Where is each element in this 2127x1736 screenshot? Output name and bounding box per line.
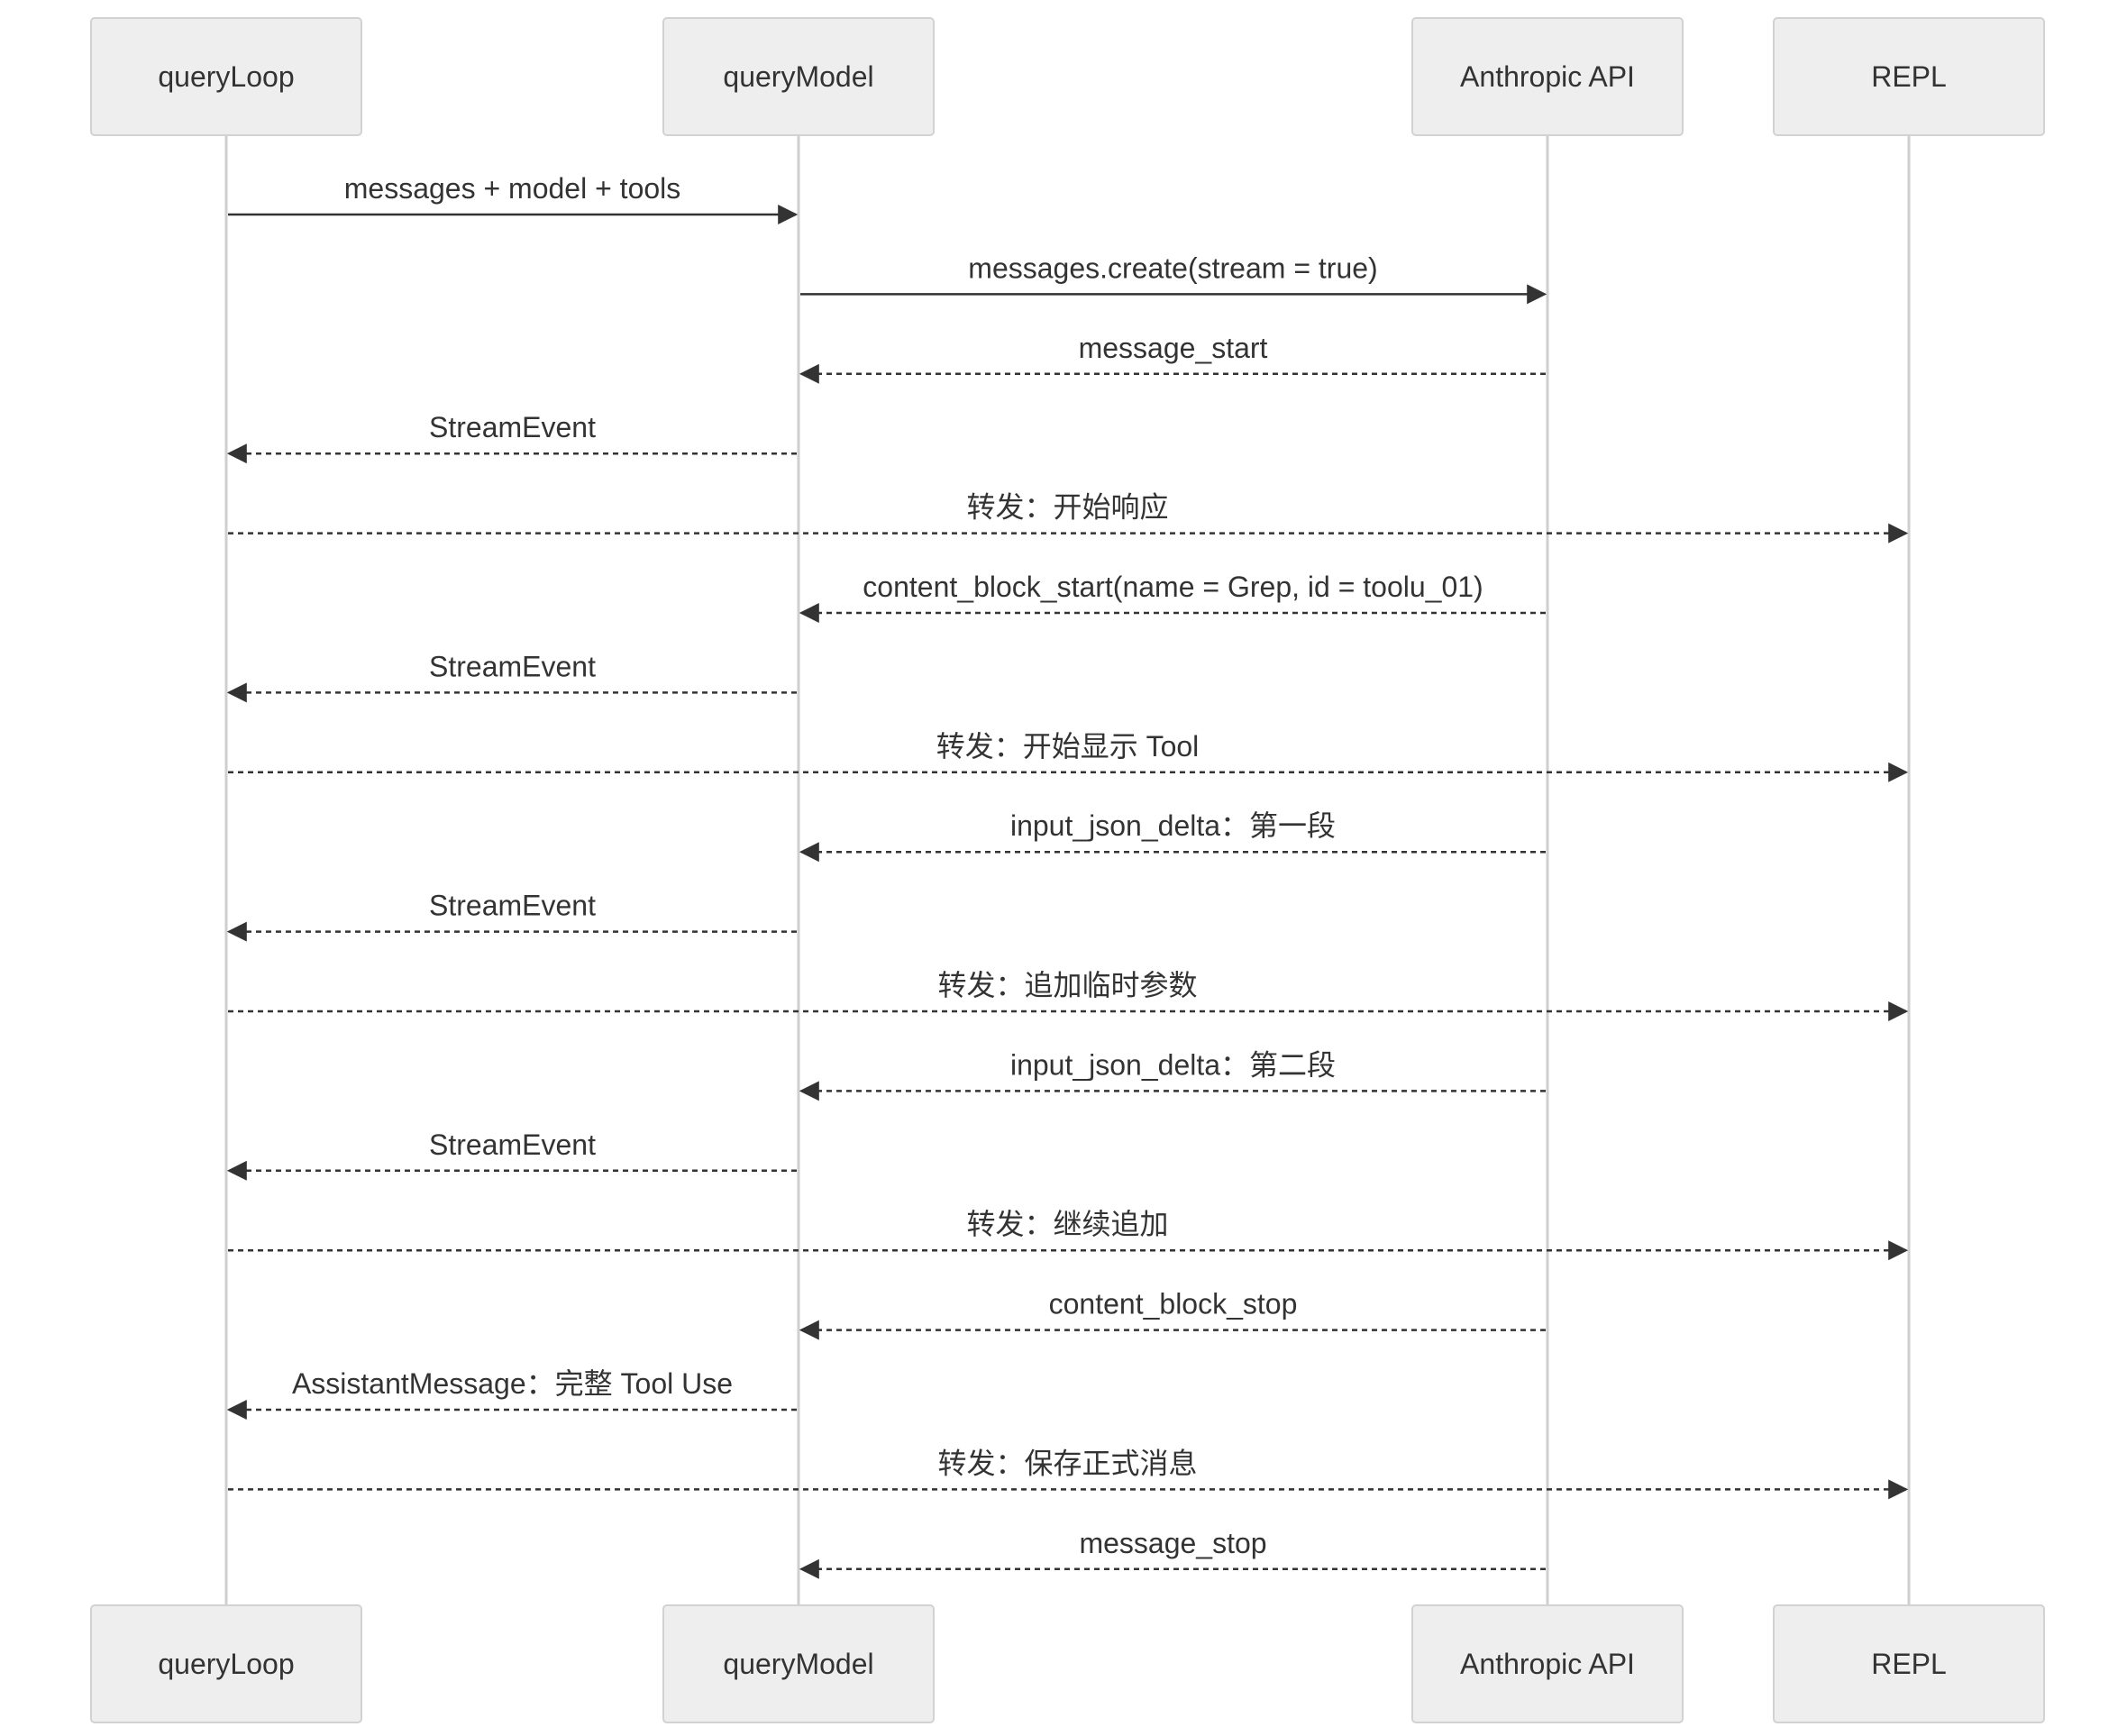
message-label: content_block_stop: [1049, 1288, 1298, 1320]
participant-label: REPL: [1871, 1648, 1947, 1680]
message-11: 转发：追加临时参数: [228, 969, 1909, 1021]
message-label: 转发：开始显示 Tool: [936, 730, 1200, 763]
participant-box: [1411, 1604, 1684, 1723]
participant-box: [1773, 1604, 2045, 1723]
message-label: input_json_delta：第二段: [1010, 1048, 1336, 1081]
participant-bottom-repl: REPL: [1773, 1604, 2045, 1723]
message-label: AssistantMessage：完整 Tool Use: [292, 1367, 733, 1400]
participant-bottom-queryModel: queryModel: [662, 1604, 935, 1723]
message-12: input_json_delta：第二段: [799, 1048, 1546, 1101]
participant-top-queryModel: queryModel: [662, 17, 935, 136]
message-13: StreamEvent: [226, 1128, 797, 1181]
participant-box: [1773, 17, 2045, 136]
message-16: AssistantMessage：完整 Tool Use: [226, 1367, 797, 1420]
message-label: messages + model + tools: [344, 172, 681, 205]
message-label: content_block_start(name = Grep, id = to…: [863, 571, 1483, 603]
participant-top-api: Anthropic API: [1411, 17, 1684, 136]
participant-bottom-api: Anthropic API: [1411, 1604, 1684, 1723]
message-label: 转发：追加临时参数: [937, 969, 1197, 1001]
message-label: StreamEvent: [429, 650, 596, 682]
message-6: content_block_start(name = Grep, id = to…: [799, 571, 1546, 623]
message-14: 转发：继续追加: [228, 1208, 1909, 1261]
message-label: StreamEvent: [429, 1128, 596, 1161]
message-17: 转发：保存正式消息: [228, 1447, 1909, 1500]
message-5: 转发：开始响应: [228, 491, 1909, 544]
message-2: messages.create(stream = true): [800, 251, 1547, 305]
participant-box: [662, 17, 935, 136]
message-10: StreamEvent: [226, 890, 797, 942]
message-label: messages.create(stream = true): [968, 251, 1377, 284]
participant-box: [1411, 17, 1684, 136]
participant-label: Anthropic API: [1460, 60, 1635, 93]
message-label: input_json_delta：第一段: [1010, 809, 1336, 842]
participant-label: queryLoop: [158, 60, 294, 93]
participant-box: [662, 1604, 935, 1723]
message-8: 转发：开始显示 Tool: [228, 730, 1909, 782]
message-label: message_stop: [1079, 1527, 1266, 1559]
message-label: 转发：保存正式消息: [937, 1447, 1197, 1479]
message-label: 转发：开始响应: [966, 491, 1168, 524]
participant-box: [90, 17, 362, 136]
message-label: message_start: [1079, 332, 1268, 364]
message-1: messages + model + tools: [228, 172, 799, 224]
participant-label: queryLoop: [158, 1648, 294, 1680]
participant-label: queryModel: [723, 60, 873, 93]
message-9: input_json_delta：第一段: [799, 809, 1546, 863]
participant-label: REPL: [1871, 60, 1947, 93]
message-4: StreamEvent: [226, 411, 797, 464]
message-7: StreamEvent: [226, 650, 797, 703]
message-3: message_start: [799, 332, 1546, 384]
participant-top-queryLoop: queryLoop: [90, 17, 362, 136]
lifelines: [224, 135, 1911, 1605]
message-label: StreamEvent: [429, 411, 596, 443]
message-label: 转发：继续追加: [966, 1208, 1168, 1240]
participant-top-repl: REPL: [1773, 17, 2045, 136]
message-label: StreamEvent: [429, 890, 596, 922]
participant-label: queryModel: [723, 1648, 873, 1680]
participant-bottom-queryLoop: queryLoop: [90, 1604, 362, 1723]
messages: messages + model + tools messages.create(…: [226, 172, 1909, 1579]
participant-label: Anthropic API: [1460, 1648, 1635, 1680]
message-18: message_stop: [799, 1527, 1546, 1579]
message-15: content_block_stop: [799, 1288, 1546, 1340]
participant-box: [90, 1604, 362, 1723]
